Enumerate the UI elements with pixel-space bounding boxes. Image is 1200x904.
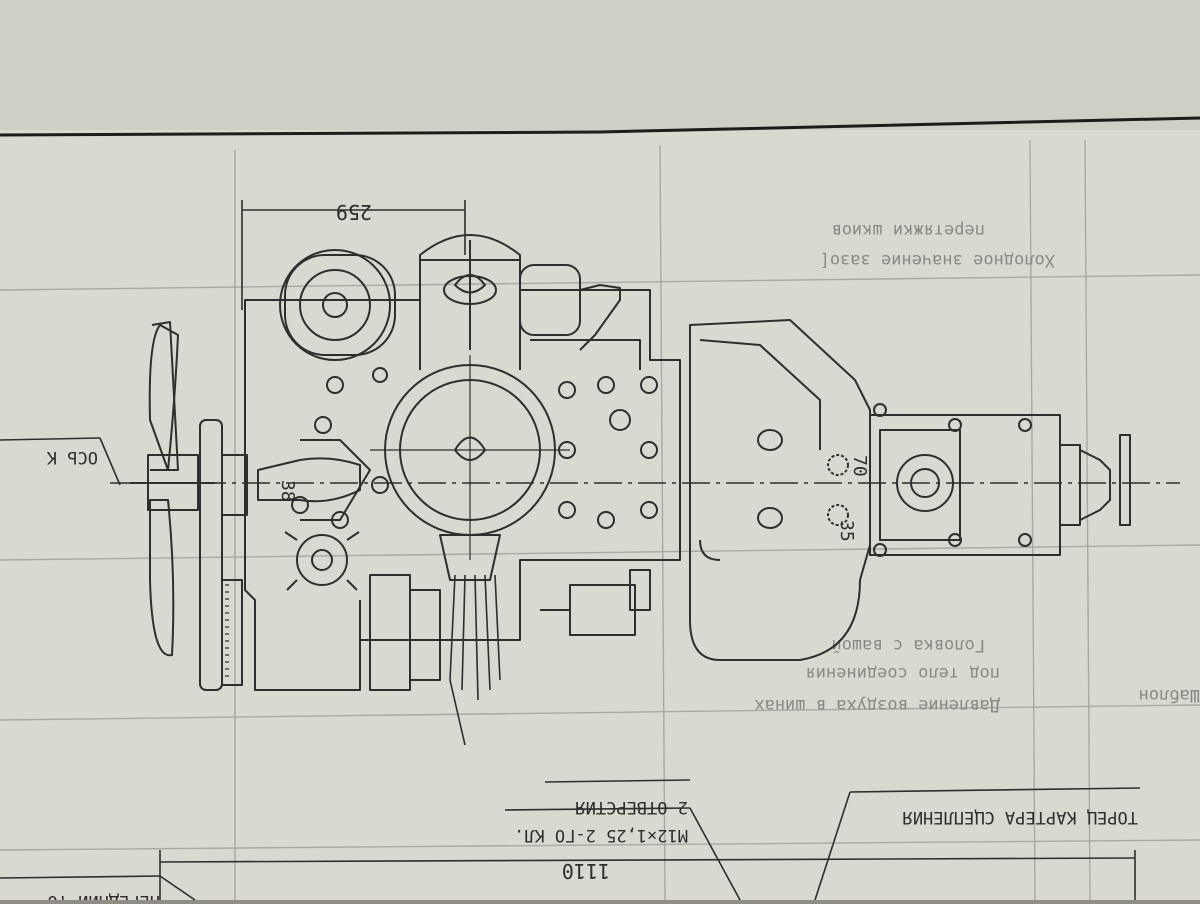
fuel-pump bbox=[540, 569, 651, 636]
paper-top-margin bbox=[0, 0, 1200, 130]
engine-assembly bbox=[110, 234, 1180, 746]
fan-pulley bbox=[199, 419, 223, 691]
callout-thread: М12×1,25 2-ГО КЛ. bbox=[514, 825, 688, 845]
dim-1110-line bbox=[159, 857, 1136, 863]
table-text-5: под тело соединения bbox=[806, 663, 1000, 683]
frame-line-top bbox=[0, 116, 1200, 137]
callout-front: ПЕРЕДНИЙ ТО bbox=[47, 891, 160, 900]
callout-clutch-face: ТОРЕЦ КАРТЕРА СЦЕПЛЕНИЯ bbox=[903, 807, 1138, 827]
thermostat-housing bbox=[257, 439, 371, 521]
distributor-housing bbox=[419, 234, 521, 370]
oil-filter-cap bbox=[284, 531, 360, 591]
cooling-fan bbox=[130, 321, 215, 657]
dim-35-label: 35 bbox=[836, 520, 857, 542]
dimension-annotations: 259 1110 38 70 35 2 ОТВЕРСТИЯ М12×1,25 2… bbox=[0, 200, 1141, 904]
ignition-wires bbox=[449, 574, 501, 746]
table-text-6: Давление воздуха в шинах bbox=[754, 695, 1000, 715]
flywheel-ring bbox=[221, 579, 243, 686]
callout-holes: 2 ОТВЕРСТИЯ bbox=[575, 797, 688, 817]
block-bolts bbox=[291, 367, 658, 529]
dim-70-label: 70 bbox=[849, 455, 870, 477]
clutch-housing bbox=[689, 319, 871, 661]
dim-259-label: 259 bbox=[336, 200, 372, 224]
background-table-text: перетяжки шкиов Холодное значение зазо[ … bbox=[754, 220, 1200, 715]
table-text-3: Шаблон bbox=[1139, 685, 1200, 705]
starter-motor bbox=[359, 574, 441, 691]
table-text-1: перетяжки шкиов bbox=[831, 220, 985, 240]
callout-axis: ОСЬ К bbox=[46, 447, 98, 467]
timing-cover bbox=[439, 534, 501, 581]
dim-1110-label: 1110 bbox=[562, 859, 610, 883]
generator bbox=[279, 249, 396, 361]
gearbox bbox=[869, 403, 1131, 557]
table-text-4: Головка с вашой bbox=[831, 635, 985, 655]
engine-block bbox=[244, 259, 681, 691]
table-text-2: Холодное значение зазо[ bbox=[820, 250, 1055, 270]
dim-38-label: 38 bbox=[277, 480, 298, 502]
